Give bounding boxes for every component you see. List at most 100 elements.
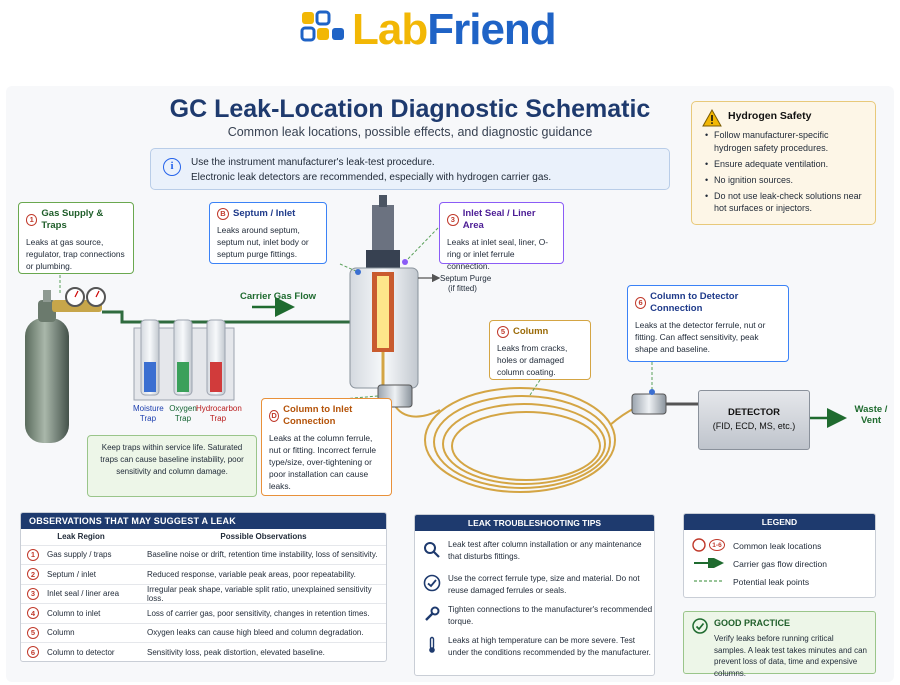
logo-mark-icon xyxy=(300,10,344,42)
row-number: 5 xyxy=(27,626,39,639)
info-icon: i xyxy=(163,158,181,176)
carrier-gas-flow-label: Carrier Gas Flow xyxy=(240,291,317,302)
trap-service-note: Keep traps within service life. Saturate… xyxy=(87,435,257,497)
column-coil xyxy=(391,387,651,493)
tips-heading: LEAK TROUBLESHOOTING TIPS xyxy=(415,515,654,531)
row-region: Column xyxy=(41,623,141,643)
oxygen-trap-label: Oxygen Trap xyxy=(169,404,197,423)
magnifier-icon xyxy=(424,542,440,558)
moisture-trap-label: Moisture Trap xyxy=(133,404,164,423)
hydrogen-safety-heading: Hydrogen Safety xyxy=(728,110,812,122)
info-line-1: Use the instrument manufacturer's leak-t… xyxy=(191,157,435,168)
callout-title: Column xyxy=(513,326,549,337)
legend-item: Potential leak points xyxy=(733,577,810,587)
callout-title: Gas Supply & Traps xyxy=(41,208,104,231)
row-region: Septum / inlet xyxy=(41,564,141,585)
callout-number: 3 xyxy=(447,214,459,226)
info-banner: i Use the instrument manufacturer's leak… xyxy=(150,148,670,190)
callout-text: Leaks around septum, septum nut, inlet b… xyxy=(217,225,309,259)
hydrocarbon-trap-label: Hydrocarbon Trap xyxy=(196,404,242,423)
table-row: 2 Septum / inlet Reduced response, varia… xyxy=(21,564,386,585)
if-fitted-text: (if fitted) xyxy=(448,284,477,293)
good-practice-heading: GOOD PRACTICE xyxy=(714,618,791,628)
observations-heading: OBSERVATIONS THAT MAY SUGGEST A LEAK xyxy=(21,513,386,529)
callout-text: Leaks at the detector ferrule, nut or fi… xyxy=(635,320,766,354)
legend-item: Common leak locations xyxy=(733,541,822,551)
brand-logo: LabFriend xyxy=(300,4,600,56)
check-circle-icon xyxy=(692,618,708,634)
table-row: 5 Column Oxygen leaks can cause high ble… xyxy=(21,623,386,643)
callout-title: Inlet Seal / Liner Area xyxy=(462,208,536,231)
legend-heading: LEGEND xyxy=(684,514,875,530)
row-region: Column to detector xyxy=(41,642,141,661)
hydrogen-safety-list: Follow manufacturer-specific hydrogen sa… xyxy=(702,129,867,215)
col-header-region: Leak Region xyxy=(21,529,141,546)
callout-number: 6 xyxy=(635,297,647,309)
injector xyxy=(349,195,441,398)
table-row: 4 Column to inlet Loss of carrier gas, p… xyxy=(21,603,386,624)
callout-number: D xyxy=(269,410,280,422)
row-observation: Oxygen leaks can cause high bleed and co… xyxy=(141,623,386,643)
tip-text: Leaks at high temperature can be more se… xyxy=(448,636,651,657)
dashed-line-icon xyxy=(694,580,724,582)
troubleshooting-tips: LEAK TROUBLESHOOTING TIPS Leak test afte… xyxy=(414,514,655,676)
callout-number: B xyxy=(217,208,229,220)
hydrogen-safety-box: Hydrogen Safety Follow manufacturer-spec… xyxy=(691,101,876,225)
waste-vent-label: Waste / Vent xyxy=(854,404,888,426)
detector-box: DETECTOR (FID, ECD, MS, etc.) xyxy=(698,390,810,450)
row-region: Column to inlet xyxy=(41,603,141,624)
callout-text: Leaks at inlet seal, liner, O-ring or in… xyxy=(447,237,549,271)
regulator xyxy=(52,287,106,312)
row-number: 3 xyxy=(27,587,39,600)
callout-title: Column to Detector Connection xyxy=(650,291,739,314)
callout-septum-inlet: B Septum / Inlet Leaks around septum, sep… xyxy=(209,202,327,264)
hydrogen-safety-item: No ignition sources. xyxy=(702,174,867,187)
traps xyxy=(133,319,235,401)
info-line-2: Electronic leak detectors are recommende… xyxy=(191,172,552,183)
logo-text: LabFriend xyxy=(352,5,557,54)
flow-arrow-icon xyxy=(694,558,724,568)
row-number: 6 xyxy=(27,646,39,659)
callout-text: Leaks from cracks, holes or damaged colu… xyxy=(497,343,568,377)
row-number: 2 xyxy=(27,568,39,581)
hydrogen-safety-item: Do not use leak-check solutions near hot… xyxy=(702,190,867,215)
legend-item: Carrier gas flow direction xyxy=(733,559,828,569)
observations-table: OBSERVATIONS THAT MAY SUGGEST A LEAK Lea… xyxy=(20,512,387,662)
callout-connectors xyxy=(59,227,653,401)
row-number: 1 xyxy=(27,548,39,561)
row-region: Inlet seal / liner area xyxy=(41,584,141,604)
thermometer-icon xyxy=(429,636,435,653)
legend-range: 1-6 xyxy=(709,539,725,551)
row-observation: Irregular peak shape, variable split rat… xyxy=(141,584,386,604)
page-title: GC Leak-Location Diagnostic Schematic xyxy=(169,95,651,123)
gas-cylinder xyxy=(25,290,69,443)
callout-number: 5 xyxy=(497,326,509,338)
callout-column: 5 Column Leaks from cracks, holes or dama… xyxy=(489,320,591,380)
row-observation: Loss of carrier gas, poor sensitivity, c… xyxy=(141,603,386,624)
septum-purge-label: Septum Purge (if fitted) xyxy=(440,274,491,294)
row-observation: Reduced response, variable peak areas, p… xyxy=(141,564,386,585)
septum-purge-text: Septum Purge xyxy=(440,274,492,283)
callout-text: Leaks at gas source, regulator, trap con… xyxy=(26,237,125,271)
callout-title: Septum / Inlet xyxy=(233,208,296,219)
good-practice-box: GOOD PRACTICE Verify leaks before runnin… xyxy=(683,611,876,678)
page-subtitle: Common leak locations, possible effects,… xyxy=(227,125,593,139)
hydrogen-safety-item: Follow manufacturer-specific hydrogen sa… xyxy=(702,129,867,154)
tip-text: Use the correct ferrule type, size and m… xyxy=(448,574,640,595)
check-circle-icon xyxy=(423,574,441,592)
leak-marker-icon xyxy=(692,538,706,552)
good-practice-text: Verify leaks before running critical sam… xyxy=(714,634,867,678)
row-observation: Baseline noise or drift, retention time … xyxy=(141,545,386,565)
wrench-icon xyxy=(425,606,440,621)
tip-text: Tighten connections to the manufacturer'… xyxy=(448,605,653,626)
callout-text: Leaks at the column ferrule, nut or fitt… xyxy=(269,433,377,491)
table-row: 3 Inlet seal / liner area Irregular peak… xyxy=(21,584,386,604)
callout-number: 1 xyxy=(26,214,38,226)
detector-title: DETECTOR xyxy=(727,407,781,418)
table-row: 1 Gas supply / traps Baseline noise or d… xyxy=(21,545,386,565)
row-observation: Sensitivity loss, peak distortion, eleva… xyxy=(141,642,386,661)
